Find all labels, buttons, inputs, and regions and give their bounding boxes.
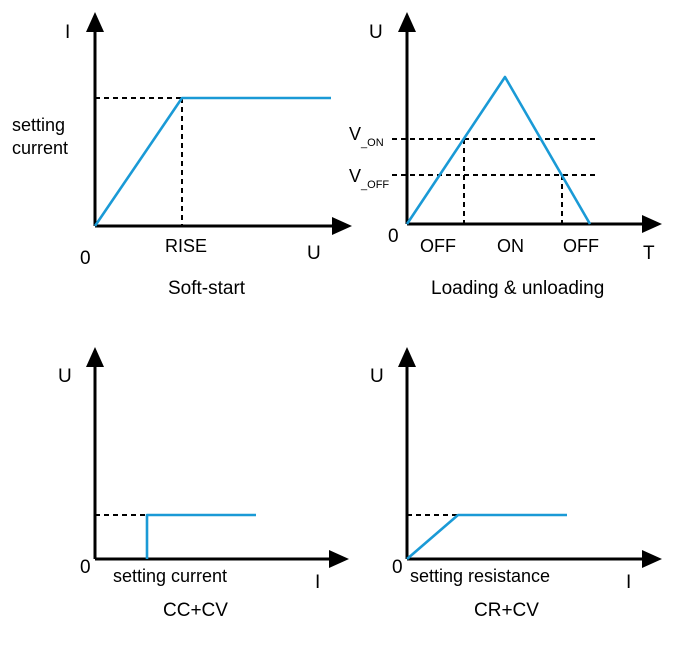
cr-cv-caption: CR+CV <box>474 600 539 621</box>
loading-panel: U T 0 V_ON V_OFF OFF ON OFF Loading & un… <box>349 12 662 299</box>
soft-start-x-label: U <box>307 243 321 264</box>
cc-cv-x-arrow-icon <box>329 550 349 568</box>
loading-x-label: T <box>643 243 655 264</box>
cr-cv-setting-resistance-label: setting resistance <box>410 566 550 586</box>
soft-start-x-arrow-icon <box>332 217 352 235</box>
soft-start-y-arrow-icon <box>86 12 104 32</box>
soft-start-curve <box>93 96 331 227</box>
cc-cv-y-label: U <box>58 366 72 387</box>
loading-off-left-label: OFF <box>420 236 456 256</box>
soft-start-y-label: I <box>65 22 70 43</box>
cr-cv-curve <box>406 513 567 560</box>
soft-start-setting-label-line2: current <box>12 138 68 158</box>
cr-cv-y-label: U <box>370 366 384 387</box>
soft-start-setting-label-line1: setting <box>12 115 65 135</box>
soft-start-caption: Soft-start <box>168 278 246 299</box>
cc-cv-y-arrow-icon <box>86 347 104 367</box>
soft-start-rise-label: RISE <box>165 236 207 256</box>
loading-x-arrow-icon <box>642 215 662 233</box>
cr-cv-panel: U I 0 setting resistance CR+CV <box>370 347 662 621</box>
cc-cv-setting-current-label: setting current <box>113 566 227 586</box>
loading-y-label: U <box>369 22 383 43</box>
cc-cv-curve <box>145 513 256 559</box>
cr-cv-y-arrow-icon <box>398 347 416 367</box>
soft-start-origin-label: 0 <box>80 248 91 269</box>
loading-caption: Loading & unloading <box>431 278 604 299</box>
loading-off-right-label: OFF <box>563 236 599 256</box>
cr-cv-x-label: I <box>626 572 631 593</box>
cc-cv-origin-label: 0 <box>80 557 91 578</box>
loading-curve <box>405 75 592 225</box>
loading-on-label: ON <box>497 236 524 256</box>
cr-cv-x-arrow-icon <box>642 550 662 568</box>
cc-cv-caption: CC+CV <box>163 600 228 621</box>
loading-v-off-label: V_OFF <box>349 166 389 191</box>
soft-start-panel: I U 0 setting current RISE Soft-start <box>12 12 352 299</box>
cc-cv-panel: U I 0 setting current CC+CV <box>58 347 349 621</box>
loading-v-on-label: V_ON <box>349 124 384 149</box>
loading-origin-label: 0 <box>388 226 399 247</box>
cc-cv-x-label: I <box>315 572 320 593</box>
loading-y-arrow-icon <box>398 12 416 32</box>
cr-cv-origin-label: 0 <box>392 557 403 578</box>
